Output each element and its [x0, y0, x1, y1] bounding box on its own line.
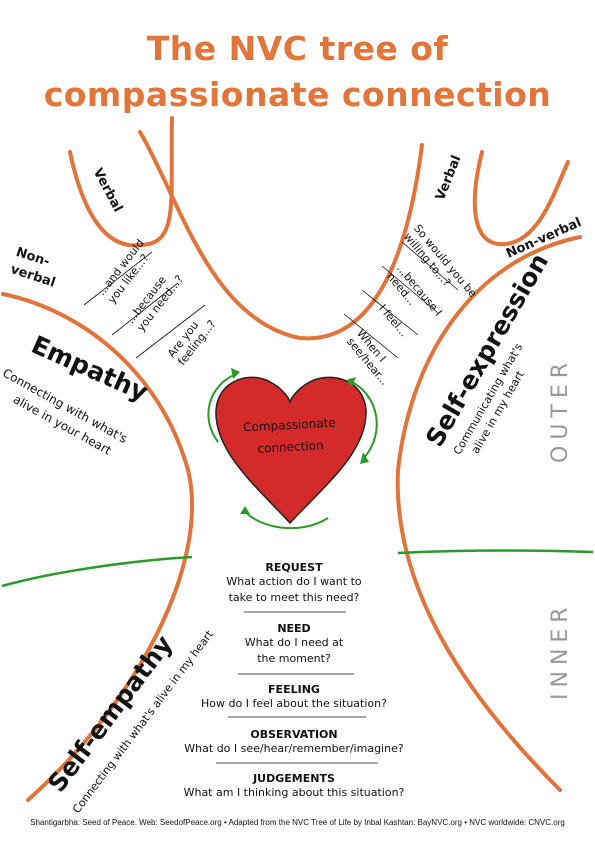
step-observation: OBSERVATION What do I see/hear/remember/… [164, 728, 424, 757]
heart-label: Compassionate connection [224, 411, 356, 462]
step-question-line: What action do I want to [226, 575, 362, 588]
step-heading: JUDGEMENTS [253, 772, 335, 785]
left-phrase-lines [83, 251, 206, 359]
ground-line-left [1, 555, 193, 588]
step-judgements: JUDGEMENTS What am I thinking about this… [164, 772, 424, 801]
step-request: REQUEST What action do I want to take to… [164, 561, 424, 606]
left-twig [68, 116, 174, 248]
step-heading: REQUEST [265, 561, 323, 574]
footer-credits: Shantigarbha: Seed of Peace. Web: Seedof… [30, 818, 565, 827]
step-question-line: What do I need at [244, 636, 344, 649]
step-separators [216, 611, 378, 764]
step-feeling: FEELING How do I feel about the situatio… [164, 683, 424, 712]
step-heading: OBSERVATION [250, 728, 338, 741]
heart-shape [215, 376, 367, 525]
outer-zone-label: OUTER [548, 356, 573, 463]
right-phrase-lines [343, 241, 459, 359]
cycle-arrows [207, 373, 378, 530]
step-question-line: What do I see/hear/remember/imagine? [184, 742, 404, 755]
step-question-line: the moment? [257, 652, 331, 665]
left-outer-branch [1, 292, 194, 802]
step-question-line: take to meet this need? [228, 591, 360, 604]
ground-line-right [397, 549, 594, 555]
right-outer-branch [395, 235, 582, 792]
right-twig [472, 150, 570, 247]
title-line-2: compassionate connection [43, 75, 552, 114]
step-need: NEED What do I need at the moment? [164, 622, 424, 667]
step-heading: FEELING [268, 683, 320, 696]
step-question-line: What am I thinking about this situation? [183, 786, 405, 799]
cycle-arrowheads [231, 368, 369, 514]
title-line-1: The NVC tree of [146, 29, 449, 68]
central-crotch [138, 130, 424, 341]
step-question-line: How do I feel about the situation? [201, 697, 387, 710]
inner-zone-label: INNER [548, 601, 573, 700]
step-heading: NEED [277, 622, 311, 635]
